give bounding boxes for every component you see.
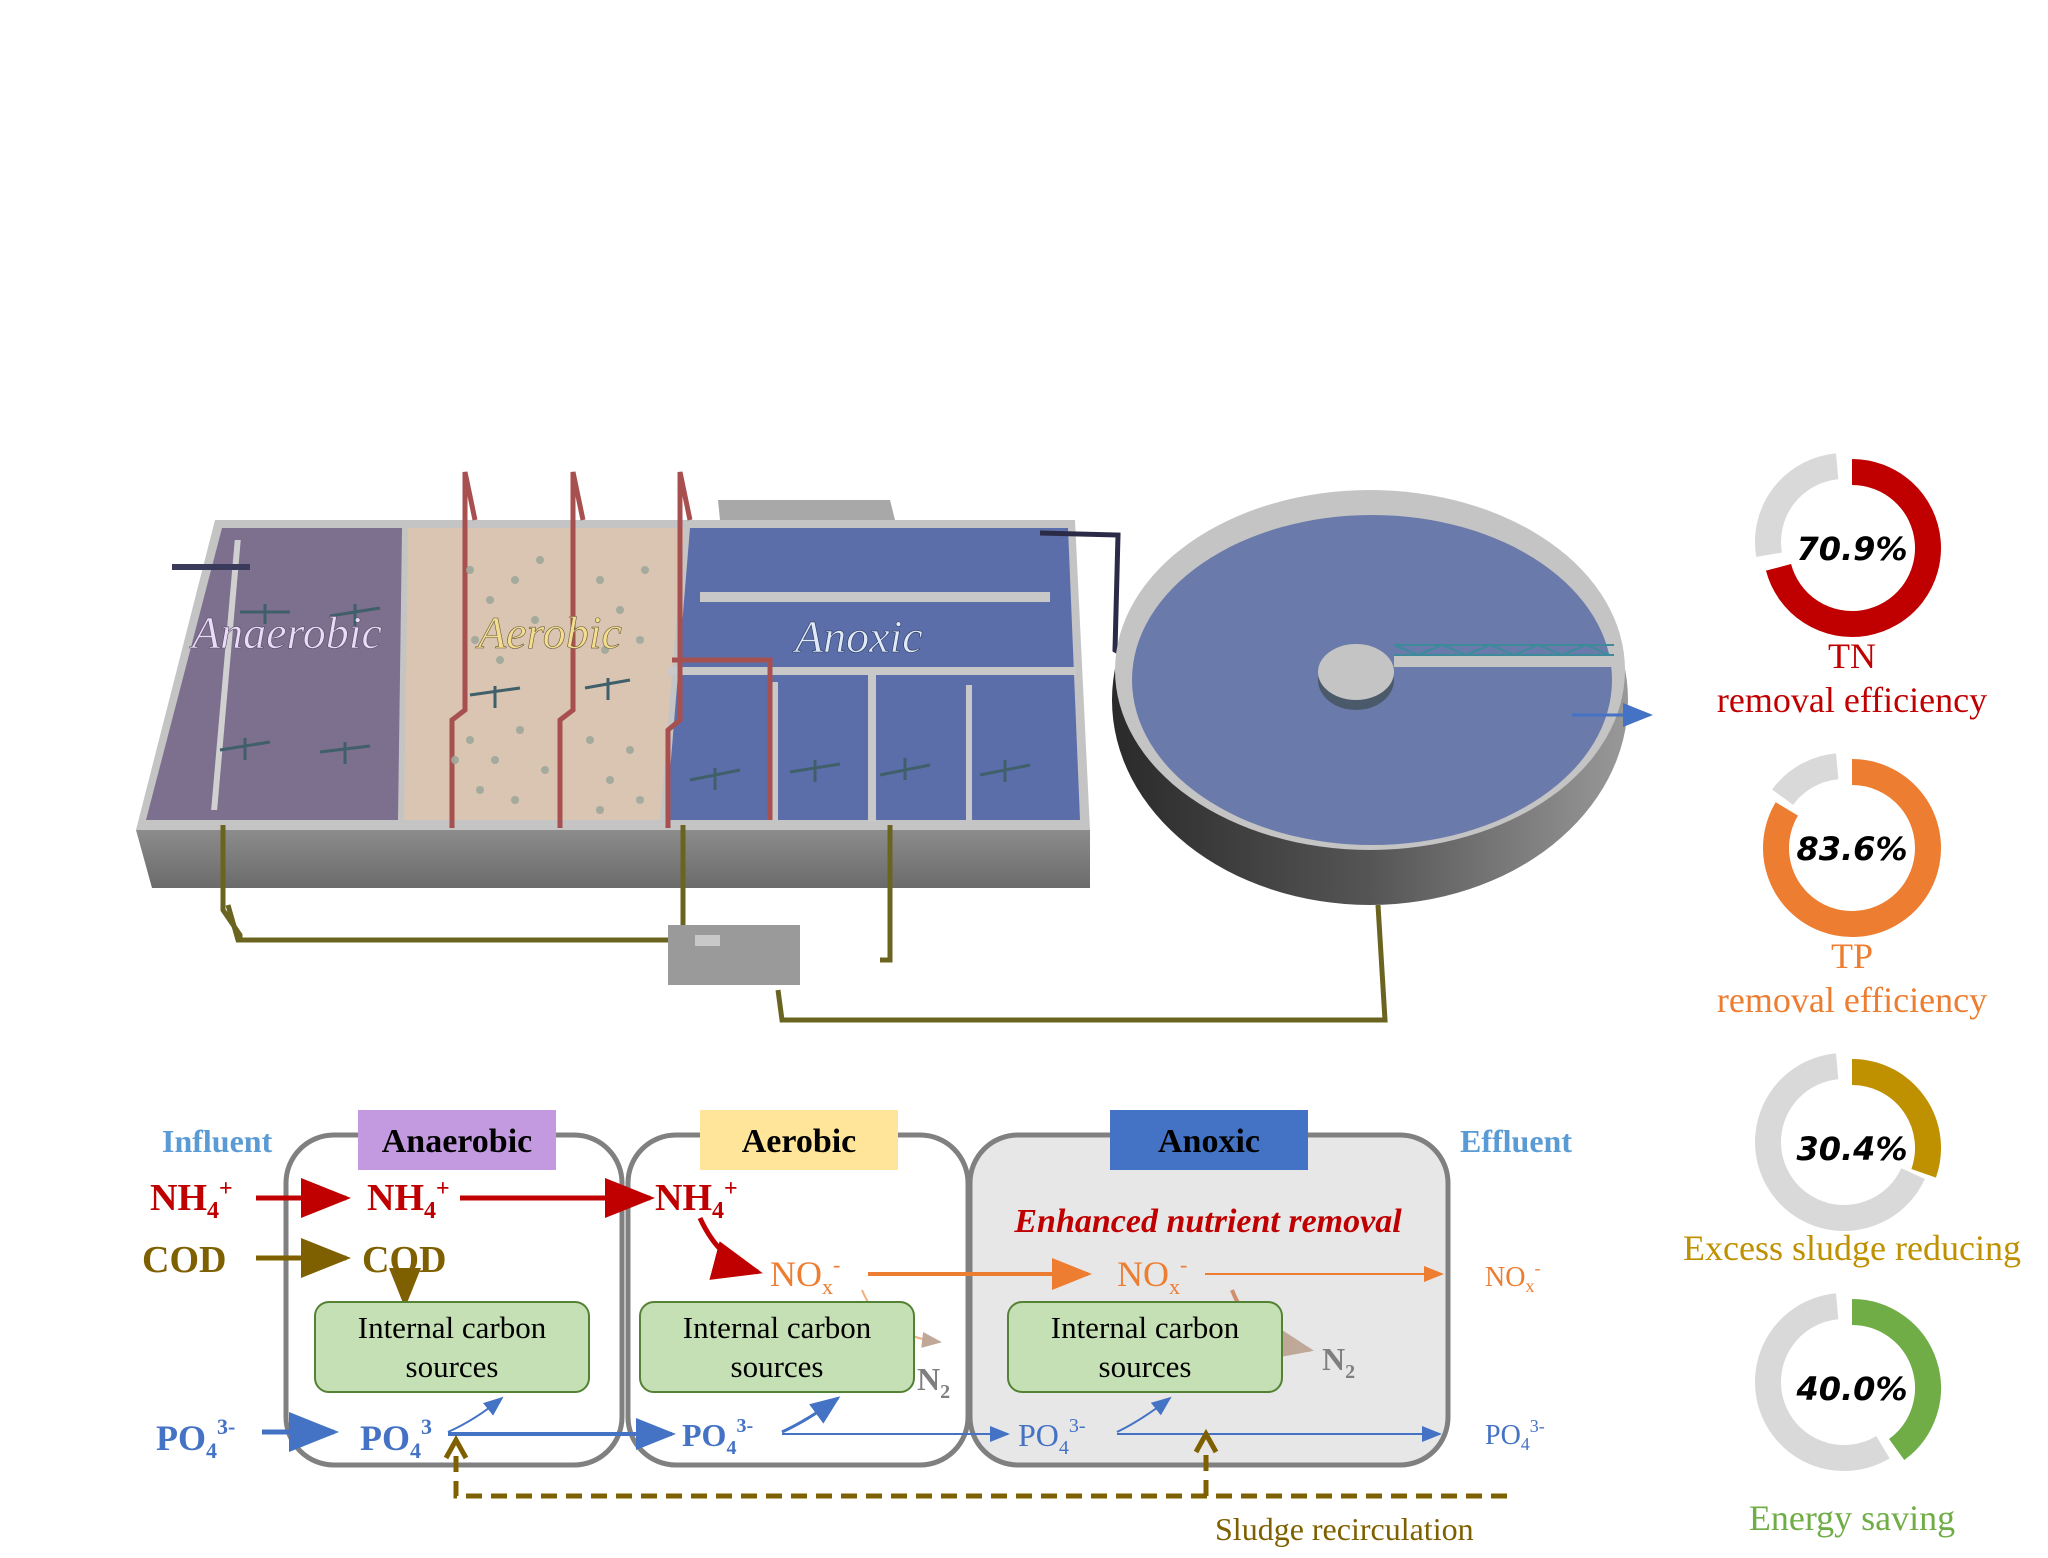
- influent-label: Influent: [162, 1123, 273, 1159]
- gauge-label: TN: [1828, 636, 1876, 676]
- sludge-pump-top: [695, 935, 720, 946]
- sludge-pump-box: [668, 925, 800, 985]
- gauge-fill: [1851, 1059, 1941, 1178]
- gauge-label: TP: [1831, 936, 1873, 976]
- carbon-box-anoxic-line2: sources: [1099, 1349, 1192, 1384]
- carbon-box-anoxic-line1: Internal carbon: [1051, 1310, 1240, 1345]
- partition-wall: [868, 672, 876, 822]
- effluent-po4: PO43-: [1485, 1416, 1545, 1454]
- partition-wall: [700, 592, 1050, 602]
- carbon-box-aerobic-line1: Internal carbon: [683, 1310, 872, 1345]
- sludge-recirculation-line: [453, 1454, 1507, 1499]
- plant-label-anaerobic: Anaerobic: [189, 607, 382, 658]
- partition-wall: [211, 540, 241, 810]
- basin-front-wall: [136, 830, 1090, 888]
- plant-label-aerobic: Aerobic: [475, 607, 622, 658]
- anoxic-nox: NOx-: [1117, 1252, 1187, 1299]
- clarifier-center-top: [1318, 644, 1394, 700]
- carbon-box-aerobic: [639, 1301, 915, 1393]
- gauge-value: 30.4%: [1796, 1130, 1907, 1168]
- anoxic-po4: PO43-: [1018, 1415, 1086, 1459]
- aerobic-po4: PO43-: [682, 1415, 753, 1459]
- effluent-label: Effluent: [1460, 1123, 1572, 1159]
- anaerobic-po4: PO43: [360, 1414, 432, 1463]
- sludge-recirculation-arrowhead-1: [443, 1434, 469, 1460]
- gauge-track: [1755, 453, 1839, 557]
- stage-header-anaerobic: Anaerobic: [382, 1123, 532, 1160]
- influent-nh4: NH4+: [150, 1176, 233, 1224]
- metric-sludge: 30.4% Excess sludge reducing: [1683, 1053, 2021, 1268]
- gauge-fill: [1851, 1299, 1941, 1460]
- arrow-po4-uptake-anoxic: [1116, 1396, 1172, 1433]
- gauge-value: 40.0%: [1795, 1370, 1907, 1408]
- partition-wall: [772, 682, 778, 820]
- carbon-box-anaerobic-line2: sources: [406, 1349, 499, 1384]
- carbon-box-anaerobic: [314, 1301, 590, 1393]
- gauge-value: 70.9%: [1796, 530, 1907, 568]
- arrow-po4-uptake-aerobic: [781, 1396, 841, 1434]
- aeration-pipe: [672, 657, 773, 820]
- anoxic-n2: N2: [1322, 1341, 1355, 1383]
- gauge-fill: [1763, 759, 1941, 937]
- sludge-pipes: [220, 825, 1388, 1023]
- gauge-value: 83.6%: [1796, 830, 1907, 868]
- anaerobic-nh4: NH4+: [367, 1176, 450, 1224]
- plant-label-anoxic: Anoxic: [792, 611, 923, 662]
- stage-box-anoxic: [967, 1132, 1451, 1468]
- gauge-label: Energy saving: [1749, 1498, 1955, 1538]
- arrow-nitrification: [697, 1216, 763, 1280]
- stage-header-aerobic: Aerobic: [742, 1123, 857, 1160]
- partition-wall: [668, 667, 1076, 675]
- flow-schematic: Anaerobic Aerobic Anoxic Influent Efflue…: [142, 1110, 1572, 1547]
- treatment-plant-illustration: Anaerobic Aerobic Anoxic: [136, 471, 1653, 1023]
- carbon-box-anaerobic-line1: Internal carbon: [358, 1310, 547, 1345]
- sludge-recirculation-arrowhead-2: [1193, 1428, 1219, 1454]
- mixer-icons: [219, 604, 1031, 790]
- aeration-pipe: [665, 471, 693, 828]
- aeration-pipe: [557, 471, 586, 828]
- aeration-bubbles: [451, 556, 649, 814]
- gauge-track: [1755, 1053, 1925, 1231]
- aerobic-zone: [404, 528, 684, 820]
- gauge-track: [1772, 753, 1839, 806]
- aeration-pipe: [449, 471, 478, 828]
- equipment-box-top: [718, 500, 895, 520]
- effluent-nox: NOx-: [1485, 1258, 1540, 1296]
- aerobic-nh4: NH4+: [655, 1176, 738, 1224]
- gauge-label: removal efficiency: [1717, 980, 1987, 1020]
- sludge-recirculation-label: Sludge recirculation: [1215, 1511, 1474, 1547]
- anaerobic-zone: [146, 528, 402, 820]
- influent-cod: COD: [142, 1239, 226, 1281]
- aerobic-nox: NOx-: [770, 1252, 840, 1299]
- stage-header-anaerobic-bg: [358, 1110, 556, 1170]
- gauge-label: Excess sludge reducing: [1683, 1228, 2021, 1268]
- partition-wall: [966, 685, 972, 820]
- clarifier-bridge: [1394, 655, 1614, 667]
- metric-energy: 40.0% Energy saving: [1749, 1293, 1955, 1538]
- influent-po4: PO43-: [156, 1414, 235, 1463]
- enhanced-removal-label: Enhanced nutrient removal: [1013, 1203, 1402, 1240]
- stage-box-anaerobic: [283, 1132, 625, 1468]
- gauge-label: removal efficiency: [1717, 680, 1987, 720]
- stage-header-aerobic-bg: [700, 1110, 898, 1170]
- gauge-fill: [1765, 459, 1941, 637]
- carbon-box-aerobic-line2: sources: [731, 1349, 824, 1384]
- gauge-track: [1755, 1293, 1890, 1471]
- aerobic-n2: N2: [917, 1361, 950, 1403]
- carbon-box-anoxic: [1007, 1301, 1283, 1393]
- clarifier-truss: [1393, 643, 1614, 657]
- stage-header-anoxic: Anoxic: [1158, 1123, 1260, 1160]
- stage-header-anoxic-bg: [1110, 1110, 1308, 1170]
- arrow-po4-uptake-anaerobic: [447, 1396, 504, 1433]
